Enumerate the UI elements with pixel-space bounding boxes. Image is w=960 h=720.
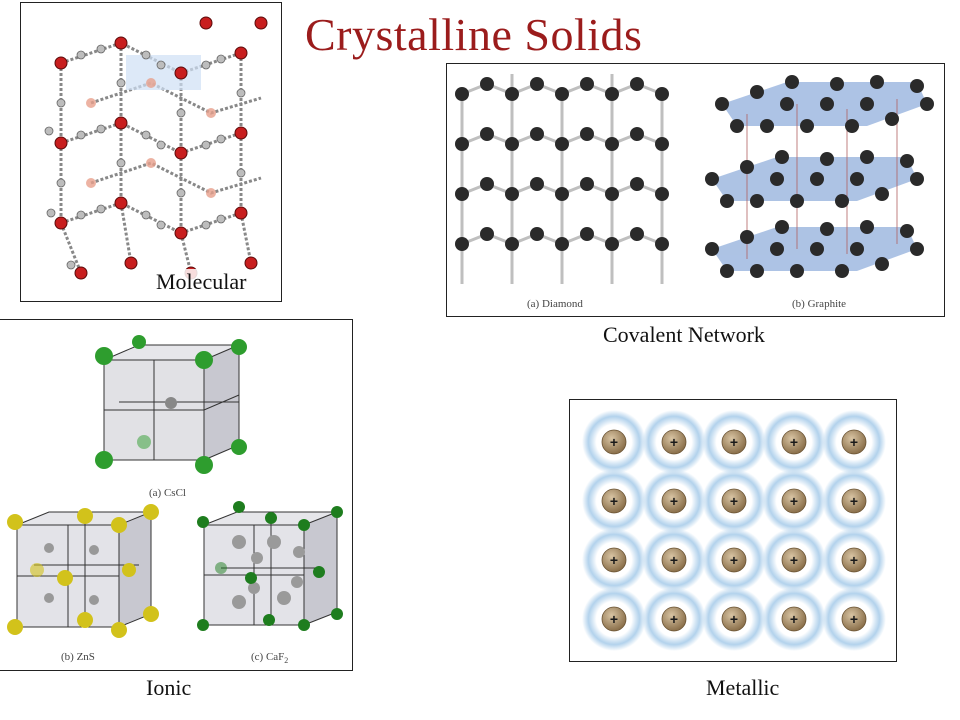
ionic-label: Ionic bbox=[146, 675, 192, 700]
diamond-label: (a) Diamond bbox=[527, 298, 583, 310]
metal-ion bbox=[721, 547, 747, 573]
covalent-network-panel: (a) Diamond (b) Graphite bbox=[446, 63, 945, 317]
ion-charge-label: + bbox=[670, 552, 678, 568]
ion-charge-label: + bbox=[790, 434, 798, 450]
graphite-label: (b) Graphite bbox=[792, 298, 846, 310]
slide-title: Crystalline Solids bbox=[305, 9, 643, 60]
ion-charge-label: + bbox=[850, 493, 858, 509]
metal-ion bbox=[841, 429, 867, 455]
metal-ion bbox=[721, 606, 747, 632]
ion-charge-label: + bbox=[730, 434, 738, 450]
metal-ion bbox=[841, 547, 867, 573]
metal-ion bbox=[781, 429, 807, 455]
cscl-cube: (a) CsCl bbox=[95, 335, 247, 499]
ionic-lattices-image: (a) CsCl (b) ZnS bbox=[7, 335, 343, 665]
ion-charge-label: + bbox=[610, 434, 618, 450]
ice-structure-image bbox=[44, 16, 268, 280]
ion-charge-label: + bbox=[790, 493, 798, 509]
ion-charge-label: + bbox=[730, 493, 738, 509]
ion-charge-label: + bbox=[670, 611, 678, 627]
ion-charge-label: + bbox=[610, 611, 618, 627]
cscl-label: (a) CsCl bbox=[149, 487, 186, 499]
metal-ion bbox=[841, 488, 867, 514]
ion-charge-label: + bbox=[670, 493, 678, 509]
ion-charge-label: + bbox=[730, 552, 738, 568]
ion-charge-label: + bbox=[730, 611, 738, 627]
metal-ion bbox=[661, 606, 687, 632]
covalent-network-label: Covalent Network bbox=[603, 322, 765, 347]
ion-charge-label: + bbox=[610, 552, 618, 568]
metal-ion bbox=[721, 488, 747, 514]
zns-label: (b) ZnS bbox=[61, 651, 95, 663]
metal-ion bbox=[661, 547, 687, 573]
caf2-cube: (c) CaF2 bbox=[197, 501, 343, 665]
ion-charge-label: + bbox=[850, 611, 858, 627]
metal-ion bbox=[781, 606, 807, 632]
metal-ion bbox=[721, 429, 747, 455]
metal-ion bbox=[601, 547, 627, 573]
ion-charge-label: + bbox=[790, 611, 798, 627]
electron-sea-image: + + + + + + + + + + + + + + + + + + + + bbox=[582, 410, 886, 651]
ionic-panel: (a) CsCl (b) ZnS bbox=[0, 319, 353, 671]
metal-ion bbox=[601, 429, 627, 455]
metal-ion bbox=[601, 488, 627, 514]
metallic-panel: + + + + + + + + + + + + + + + + + + + + bbox=[569, 399, 897, 662]
metallic-label: Metallic bbox=[706, 675, 780, 700]
molecular-panel: Molecular bbox=[20, 2, 282, 302]
diamond-graphite-image: (a) Diamond (b) Graphite bbox=[455, 74, 934, 310]
zns-cube: (b) ZnS bbox=[7, 504, 159, 663]
metal-ion bbox=[781, 488, 807, 514]
metal-ion bbox=[661, 429, 687, 455]
ion-charge-label: + bbox=[790, 552, 798, 568]
metal-ion bbox=[781, 547, 807, 573]
diamond-lattice bbox=[460, 74, 664, 284]
ion-charge-label: + bbox=[610, 493, 618, 509]
graphite-layers bbox=[705, 75, 934, 278]
metal-ion bbox=[661, 488, 687, 514]
metal-ion bbox=[841, 606, 867, 632]
caf2-label: (c) CaF2 bbox=[251, 651, 288, 665]
metal-ion bbox=[601, 606, 627, 632]
ion-charge-label: + bbox=[850, 552, 858, 568]
ion-charge-label: + bbox=[850, 434, 858, 450]
ion-charge-label: + bbox=[670, 434, 678, 450]
molecular-label: Molecular bbox=[154, 269, 249, 295]
